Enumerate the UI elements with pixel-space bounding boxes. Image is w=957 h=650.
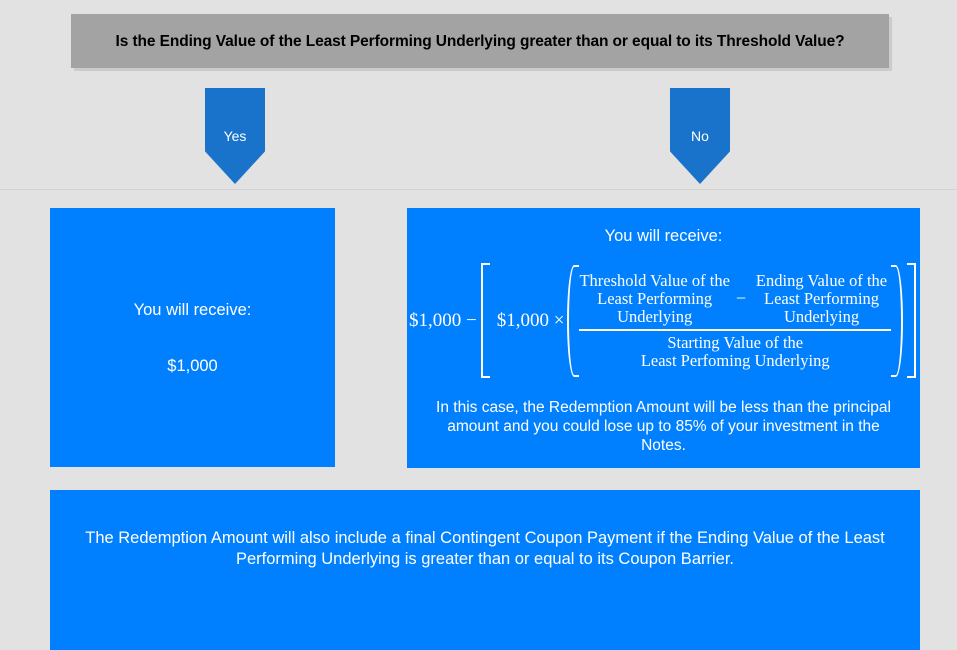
branch-arrow-no: No [670, 88, 730, 184]
branch-arrow-yes: Yes [205, 88, 265, 184]
outcome-panel-yes: You will receive: $1,000 [50, 208, 335, 467]
formula-numerator: Threshold Value of the Least Performing … [579, 270, 891, 328]
formula-close-paren [891, 264, 903, 377]
redemption-amount-formula: $1,000 − $1,000 × Threshold Value of the… [407, 258, 920, 383]
formula-denominator: Starting Value of the Least Perfoming Un… [579, 333, 891, 370]
denominator-line-1: Starting Value of the [667, 332, 804, 352]
numerator-left-line-3: Underlying [617, 306, 693, 326]
section-divider [0, 189, 957, 190]
formula-fraction: Threshold Value of the Least Performing … [579, 270, 891, 370]
contingent-coupon-banner: The Redemption Amount will also include … [50, 490, 920, 650]
formula-close-square-bracket [907, 263, 916, 378]
formula-fraction-bar [579, 328, 891, 331]
yes-redemption-amount: $1,000 [167, 356, 218, 375]
numerator-left-line-1: Threshold Value of the [579, 270, 730, 290]
decision-question-bar: Is the Ending Value of the Least Perform… [71, 14, 889, 68]
contingent-coupon-note: The Redemption Amount will also include … [85, 529, 885, 568]
numerator-right-line-3: Underlying [783, 306, 860, 326]
numerator-left-line-2: Least Performing [597, 288, 713, 308]
numerator-right-line-2: Least Performing [764, 288, 880, 308]
formula-open-square-bracket [480, 263, 490, 378]
outcome-panel-no: You will receive: $1,000 − $1,000 × Thre… [407, 208, 920, 468]
numerator-left-column: Threshold Value of the Least Performing … [579, 270, 730, 326]
yes-receive-label: You will receive: [133, 300, 252, 319]
formula-lead-term: $1,000 − [409, 309, 477, 331]
formula-open-paren [567, 264, 580, 377]
no-receive-label: You will receive: [604, 227, 723, 245]
decision-question-text: Is the Ending Value of the Least Perform… [115, 32, 845, 50]
branch-arrow-no-label: No [691, 128, 709, 144]
denominator-line-2: Least Perfoming Underlying [640, 350, 830, 370]
no-loss-note: In this case, the Redemption Amount will… [436, 399, 891, 454]
formula-multiplier-term: $1,000 × [496, 309, 565, 331]
branch-arrow-yes-label: Yes [223, 128, 247, 144]
numerator-right-line-1: Ending Value of the [755, 270, 888, 290]
numerator-minus-operator: − [735, 288, 747, 308]
numerator-right-column: Ending Value of the Least Performing Und… [752, 270, 891, 326]
